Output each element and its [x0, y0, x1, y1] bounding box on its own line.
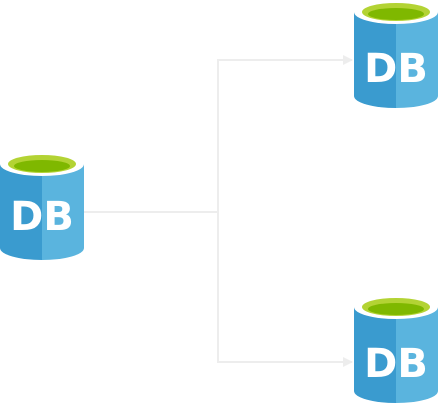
- cylinder-body-left-half: [354, 307, 396, 403]
- cylinder-body-right-half: [42, 164, 84, 260]
- database-label: DB: [10, 194, 74, 240]
- cylinder-top-inner: [368, 8, 424, 20]
- connector-group: [84, 55, 353, 367]
- database-cylinder-target-bottom[interactable]: DB: [354, 295, 438, 403]
- database-label: DB: [364, 341, 428, 387]
- database-cylinder-target-top[interactable]: DB: [354, 0, 438, 108]
- database-cylinder-source[interactable]: DB: [0, 152, 84, 260]
- cylinder-top-inner: [368, 303, 424, 315]
- cylinder-top-inner: [14, 160, 70, 172]
- cylinder-body-left-half: [354, 12, 396, 108]
- connector-source-to-bottom: [84, 211, 353, 367]
- connector-source-to-top: [84, 55, 353, 213]
- cylinder-body-right-half: [396, 307, 438, 403]
- cylinder-body-right-half: [396, 12, 438, 108]
- database-label: DB: [364, 46, 428, 92]
- cylinder-body-left-half: [0, 164, 42, 260]
